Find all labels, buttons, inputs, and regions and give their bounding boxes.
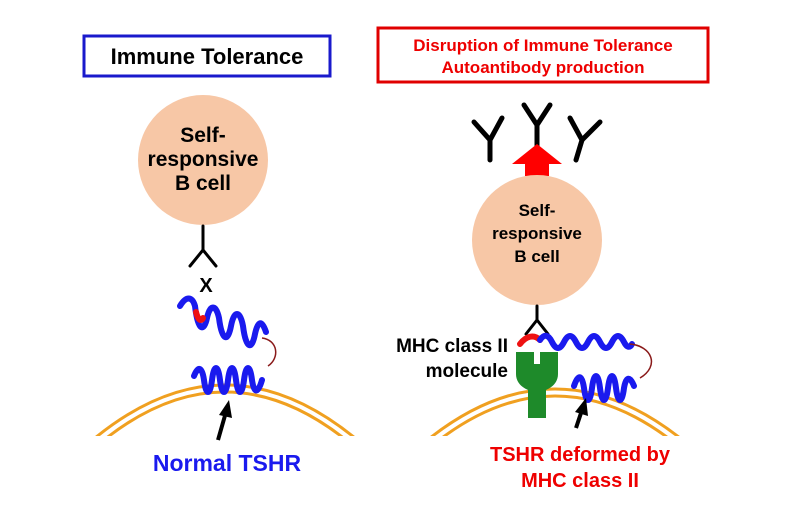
b-cell-right-label-3: B cell [514, 247, 559, 266]
immune-tolerance-title: Immune Tolerance [111, 44, 304, 69]
antibody-right-icon [567, 115, 603, 163]
b-cell-left [138, 95, 268, 225]
deformed-tshr-label-line-2: MHC class II [521, 470, 639, 492]
cell-membrane-right [430, 387, 680, 436]
b-cell-left-label-3: B cell [175, 172, 231, 195]
immune-tolerance-title-box [82, 34, 332, 78]
tshr-right-red-segment [517, 333, 543, 347]
tshr-right-linker [629, 343, 653, 379]
b-cell-left-label-1: Self- [180, 124, 226, 147]
blocked-mark: X [199, 275, 213, 297]
mhc-label-line-1: MHC class II [396, 336, 508, 357]
mhc-class-ii-molecule [516, 352, 558, 418]
b-cell-right [472, 175, 602, 305]
arrow-to-normal-tshr-icon [216, 400, 232, 441]
bcr-left-icon [188, 224, 218, 268]
b-cell-left-label-2: responsive [148, 148, 259, 171]
normal-tshr-label: Normal TSHR [153, 450, 302, 476]
antibody-middle-icon [521, 102, 553, 151]
deformed-tshr-label-line-1: TSHR deformed by [490, 444, 671, 466]
mhc-label-line-2: molecule [426, 361, 508, 382]
disruption-title-line-1: Disruption of Immune Tolerance [413, 36, 672, 55]
tshr-right-upper-chain [537, 332, 635, 351]
antibody-icons [471, 102, 603, 163]
tshr-right-lower-helix [571, 373, 637, 403]
antibody-left-icon [471, 115, 505, 163]
right-panel: Disruption of Immune Tolerance Autoantib… [376, 26, 710, 492]
arrow-to-deformed-tshr-icon [574, 398, 588, 429]
disruption-title-box [376, 26, 710, 84]
tshr-left-red-segment [193, 309, 206, 323]
tshr-left-linker [261, 337, 277, 367]
b-cell-right-label-2: responsive [492, 224, 582, 243]
b-cell-right-label-1: Self- [519, 201, 556, 220]
tshr-left-upper-helix [177, 295, 269, 348]
autoantibody-release-arrow-icon [512, 144, 562, 176]
left-panel: Immune Tolerance Self- responsive B cell… [82, 34, 355, 476]
disruption-title-line-2: Autoantibody production [441, 58, 644, 77]
tshr-left-lower-helix [191, 365, 265, 395]
bcr-right-icon [524, 304, 550, 336]
